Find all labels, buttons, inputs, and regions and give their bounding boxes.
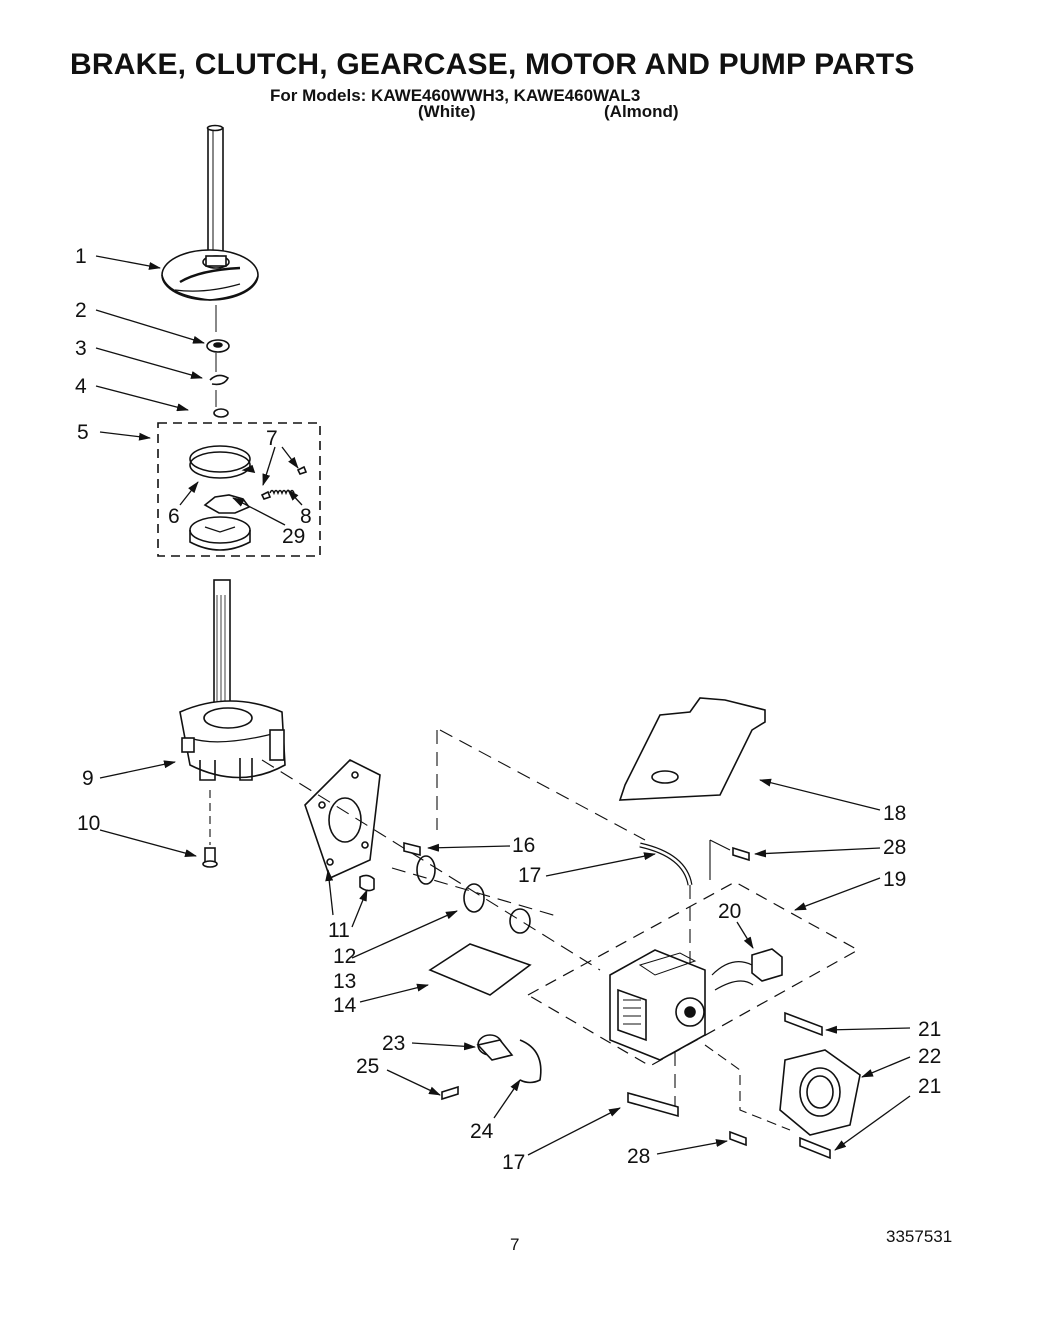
variant-almond: (Almond)	[604, 102, 679, 121]
part-19-motor-assembly-box	[526, 881, 860, 1067]
page-number: 7	[510, 1235, 520, 1254]
part-3-retaining-ring	[209, 374, 230, 386]
part-9-gearcase	[179, 579, 286, 781]
callout-19: 19	[883, 868, 906, 891]
callout-4: 4	[75, 375, 87, 398]
callout-25: 25	[356, 1055, 379, 1078]
page-title: BRAKE, CLUTCH, GEARCASE, MOTOR AND PUMP …	[70, 48, 915, 81]
part-17-lower-bracket	[627, 1091, 679, 1118]
callout-1: 1	[75, 245, 87, 268]
part-25-screw	[441, 1085, 459, 1101]
callout-12: 12	[333, 945, 356, 968]
callout-2: 2	[75, 299, 87, 322]
callout-14: 14	[333, 994, 357, 1017]
part-2-washer	[206, 339, 230, 353]
variant-white: (White)	[418, 102, 476, 121]
callout-11: 11	[328, 919, 350, 942]
callout-20: 20	[718, 900, 741, 923]
callout-6: 6	[168, 505, 180, 528]
part-23-capacitor	[476, 1034, 514, 1061]
part-28-screw-upper	[732, 846, 750, 862]
part-29-clutch-hub	[189, 494, 251, 551]
part-13-coupling	[416, 855, 531, 934]
callout-17-lower: 17	[502, 1151, 525, 1174]
callout-28-lower: 28	[627, 1145, 650, 1168]
part-10-screw	[202, 847, 218, 868]
callout-10: 10	[77, 812, 100, 835]
part-18-insulation-sheet	[618, 697, 766, 801]
callout-28-upper: 28	[883, 836, 906, 859]
callout-3: 3	[75, 337, 87, 360]
part-1-drive-tube	[161, 124, 259, 301]
models-line: For Models: KAWE460WWH3, KAWE460WAL3	[270, 86, 641, 105]
callout-5: 5	[77, 421, 89, 444]
part-6-clutch-band	[189, 445, 256, 479]
motor-body	[609, 949, 706, 1061]
callout-29: 29	[282, 525, 305, 548]
part-20-switch	[711, 948, 783, 991]
callout-23: 23	[382, 1032, 405, 1055]
part-24-strap	[519, 1039, 542, 1084]
part-21-clamp-lower	[799, 1136, 831, 1160]
callout-24: 24	[470, 1120, 494, 1143]
callout-21-lower: 21	[918, 1075, 941, 1098]
part-21-clamp-upper	[784, 1011, 823, 1037]
callout-8: 8	[300, 505, 312, 528]
part-22-pump	[779, 1049, 861, 1136]
part-11-gasket	[304, 759, 381, 880]
part-14-coupling-pad	[428, 943, 532, 996]
callout-13: 13	[333, 970, 356, 993]
callout-17-upper: 17	[518, 864, 541, 887]
part-4-clip	[213, 408, 229, 418]
callout-22: 22	[918, 1045, 941, 1068]
callout-9: 9	[82, 767, 94, 790]
part-12-nut	[359, 874, 375, 892]
callout-18: 18	[883, 802, 906, 825]
callout-7: 7	[266, 427, 278, 450]
part-28-screw-lower	[729, 1130, 747, 1147]
part-5-clutch-assembly-box	[157, 422, 321, 557]
part-17-hose	[639, 842, 693, 886]
document-number: 3357531	[886, 1227, 953, 1246]
callout-16: 16	[512, 834, 535, 857]
callout-21-upper: 21	[918, 1018, 941, 1041]
part-7-spring-tabs	[260, 465, 308, 500]
